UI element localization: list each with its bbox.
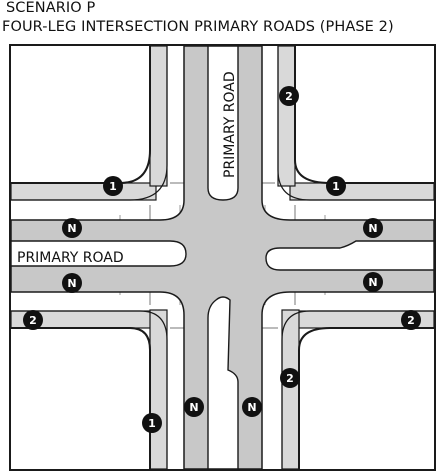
svg-text:2: 2 [286, 372, 294, 385]
road-label-horizontal: PRIMARY ROAD [17, 250, 124, 266]
marker-1-nw: 1 [103, 176, 123, 196]
curb-se [298, 327, 434, 469]
scenario-title: SCENARIO P [6, 0, 96, 16]
marker-2-east: 2 [401, 310, 421, 330]
svg-text:N: N [368, 222, 377, 235]
svg-text:N: N [67, 277, 76, 290]
marker-1-ne: 1 [326, 176, 346, 196]
svg-text:1: 1 [109, 180, 117, 193]
sidewalk-south-east [281, 309, 300, 470]
svg-text:1: 1 [332, 180, 340, 193]
svg-text:N: N [189, 401, 198, 414]
svg-text:1: 1 [148, 417, 156, 430]
svg-text:2: 2 [407, 314, 415, 327]
sidewalk-east-north [289, 182, 435, 201]
marker-n-east-top: N [363, 218, 383, 238]
marker-n-west-bottom: N [62, 273, 82, 293]
marker-1-sw: 1 [142, 413, 162, 433]
marker-2-west: 2 [23, 310, 43, 330]
svg-text:N: N [368, 276, 377, 289]
marker-2-south: 2 [280, 368, 300, 388]
marker-n-south-left: N [184, 397, 204, 417]
sidewalk-north-east [277, 45, 296, 187]
svg-text:2: 2 [285, 90, 293, 103]
marker-n-east-bottom: N [363, 272, 383, 292]
median-east [265, 240, 435, 271]
median-north [207, 45, 239, 201]
median-south [207, 296, 239, 470]
road-label-vertical: PRIMARY ROAD [222, 71, 238, 178]
marker-n-south-right: N [242, 397, 262, 417]
sidewalk-west-north [10, 182, 157, 201]
marker-2-north: 2 [279, 86, 299, 106]
sidewalk-north-west [149, 45, 168, 187]
svg-text:N: N [67, 222, 76, 235]
curb-sw [11, 327, 151, 469]
svg-text:2: 2 [29, 314, 37, 327]
sidewalk-south-west [149, 309, 168, 470]
marker-n-west-top: N [62, 218, 82, 238]
svg-text:N: N [247, 401, 256, 414]
scenario-subtitle: FOUR-LEG INTERSECTION PRIMARY ROADS (PHA… [2, 19, 394, 35]
median-west [10, 240, 187, 267]
